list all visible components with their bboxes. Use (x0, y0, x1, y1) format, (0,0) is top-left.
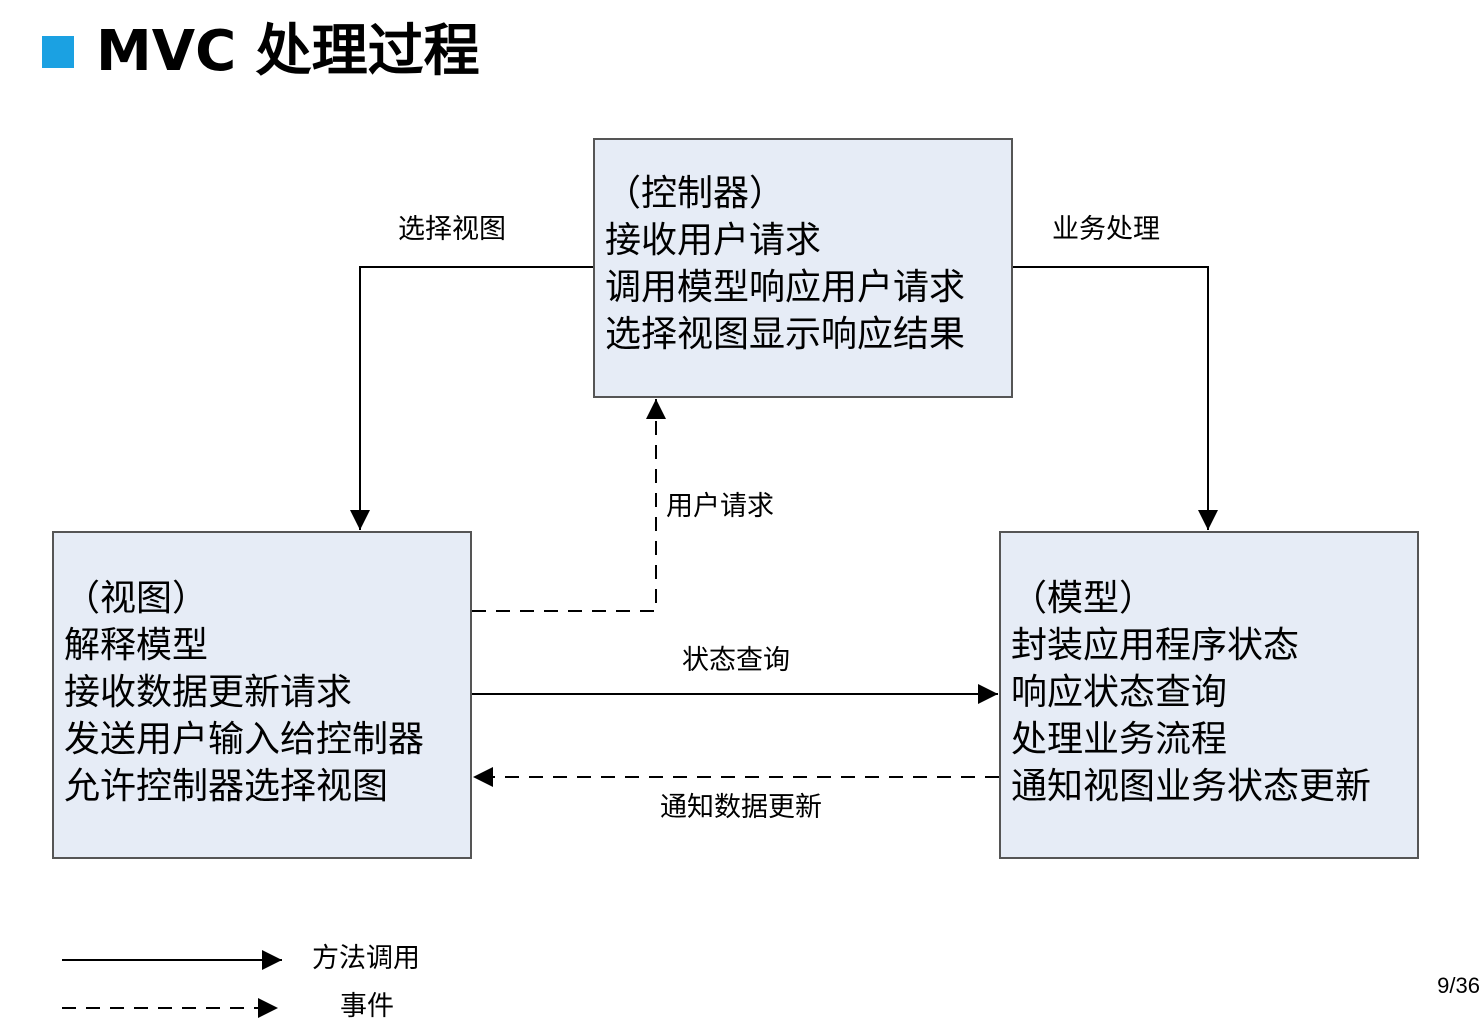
model-box: （模型） 封装应用程序状态 响应状态查询 处理业务流程 通知视图业务状态更新 (999, 531, 1419, 859)
controller-line: 调用模型响应用户请求 (605, 267, 966, 308)
title-bullet-icon (42, 36, 74, 68)
view-box: （视图） 解释模型 接收数据更新请求 发送用户输入给控制器 允许控制器选择视图 (52, 531, 472, 859)
legend-event-label: 事件 (340, 991, 394, 1022)
edge-user-request (472, 399, 666, 612)
view-line: 解释模型 (64, 625, 209, 666)
label-select-view: 选择视图 (398, 214, 506, 245)
controller-box: （控制器） 接收用户请求 调用模型响应用户请求 选择视图显示响应结果 (593, 138, 1013, 398)
label-state-query: 状态查询 (682, 645, 790, 676)
view-line: 允许控制器选择视图 (64, 766, 389, 807)
view-line: 发送用户输入给控制器 (64, 719, 425, 760)
model-line: 通知视图业务状态更新 (1011, 766, 1372, 807)
label-notify-data-update: 通知数据更新 (660, 792, 822, 823)
controller-line: 接收用户请求 (605, 220, 822, 261)
model-heading: （模型） (1011, 578, 1156, 619)
label-user-request: 用户请求 (666, 491, 774, 522)
page-number: 9/36 (1437, 973, 1480, 998)
legend-method-call-label: 方法调用 (312, 943, 420, 974)
controller-line: 选择视图显示响应结果 (605, 314, 966, 355)
model-line: 处理业务流程 (1011, 719, 1228, 760)
model-line: 响应状态查询 (1011, 672, 1228, 713)
label-business-processing: 业务处理 (1052, 214, 1160, 245)
view-line: 接收数据更新请求 (64, 672, 353, 713)
edge-select-view (350, 266, 593, 530)
edge-business-processing (1013, 266, 1218, 530)
page-title: MVC 处理过程 (96, 19, 480, 84)
view-heading: （视图） (64, 578, 209, 619)
model-line: 封装应用程序状态 (1011, 625, 1300, 666)
controller-heading: （控制器） (605, 173, 786, 214)
